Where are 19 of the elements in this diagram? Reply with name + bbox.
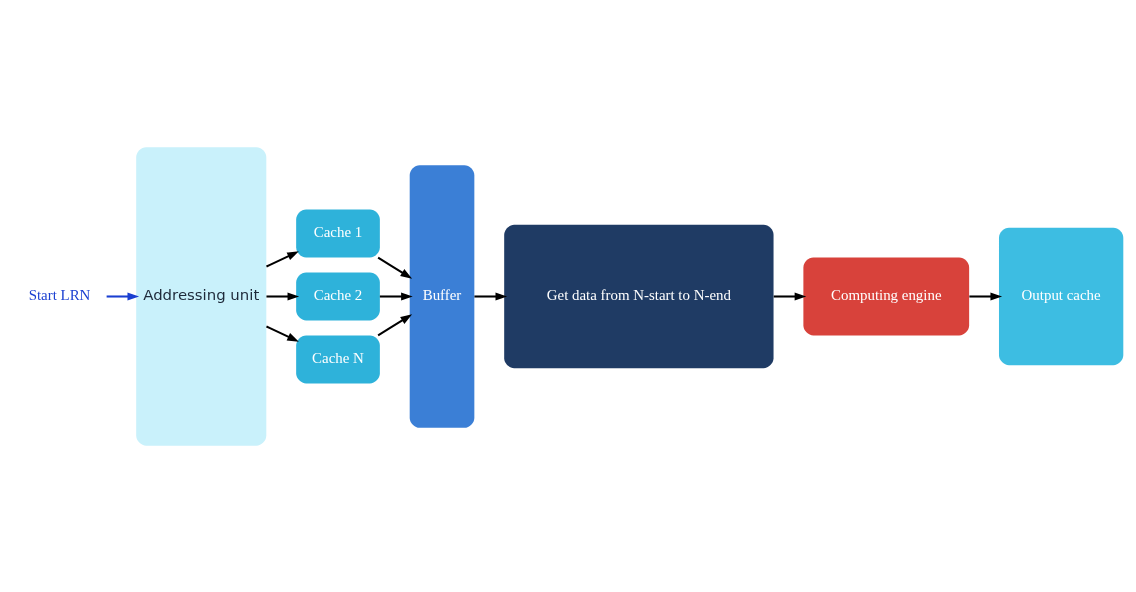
arrow — [773, 291, 807, 301]
node-box: Cache 1 — [296, 209, 380, 258]
node-box: Addressing unit — [136, 146, 267, 446]
arrow — [266, 250, 299, 267]
node-box: Cache 2 — [296, 271, 380, 321]
arrow — [969, 291, 1003, 301]
arrow — [266, 291, 300, 301]
arrow — [266, 325, 299, 342]
arrow — [379, 291, 413, 301]
node-box: Cache N — [296, 334, 380, 383]
node-box: Computing engine — [803, 257, 970, 335]
arrow — [474, 291, 508, 301]
arrow — [377, 256, 413, 279]
arrow — [377, 313, 413, 336]
arrow — [106, 291, 140, 301]
node-box: Buffer — [409, 164, 475, 428]
node-box: Get data from N-start to N-end — [504, 224, 774, 368]
node-text: Start LRN — [28, 286, 91, 303]
node-box: Output cache — [999, 227, 1124, 365]
